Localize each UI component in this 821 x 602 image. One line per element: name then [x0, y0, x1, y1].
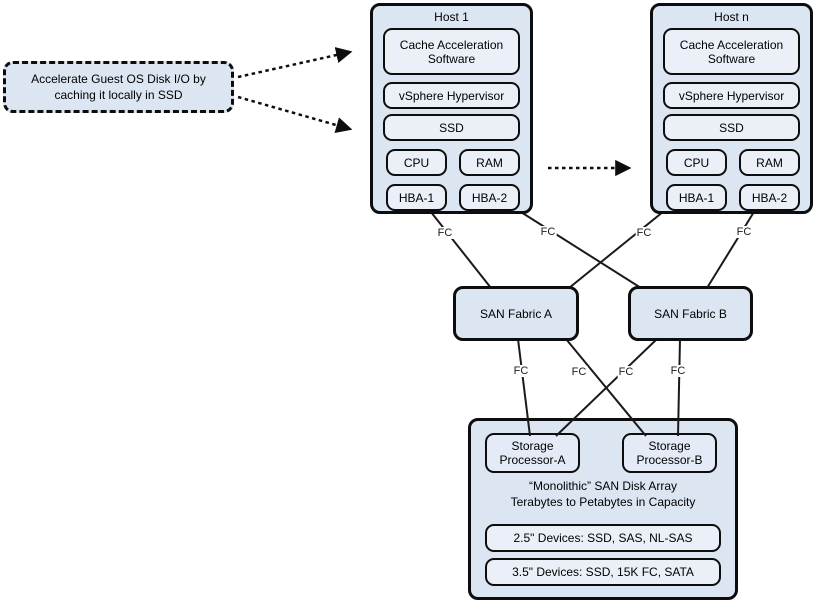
host-n-ram: RAM: [739, 149, 800, 176]
host-n-hba2: HBA-2: [739, 184, 800, 211]
sp-a-line1: Storage: [511, 439, 554, 453]
sp-a-line2: Processor-A: [499, 453, 566, 467]
callout-line2: caching it locally in SSD: [54, 88, 183, 102]
host-1-hba1: HBA-1: [386, 184, 447, 211]
sp-b-line1: Storage: [648, 439, 691, 453]
host-1-title: Host 1: [434, 10, 469, 24]
san-fabric-b-box: SAN Fabric B: [628, 286, 753, 341]
san-fabric-a-label: SAN Fabric A: [479, 306, 553, 321]
fc-label-fabric-b-sp-a: FC: [617, 366, 635, 378]
cache-line2: Software: [427, 51, 476, 66]
cache-line1: Cache Acceleration: [399, 37, 504, 52]
callout-note: Accelerate Guest OS Disk I/O by caching …: [3, 61, 234, 113]
fc-label-host1-hba2: FC: [539, 226, 557, 238]
fc-label-fabric-a-sp-b: FC: [570, 366, 588, 378]
host-1-hba2: HBA-2: [459, 184, 520, 211]
array-caption: “Monolithic” SAN Disk Array Terabytes to…: [471, 478, 735, 510]
fc-label-fabric-b-sp-b: FC: [669, 365, 687, 377]
san-fabric-a-box: SAN Fabric A: [453, 286, 579, 341]
host-n-cache-acceleration-software: Cache Acceleration Software: [663, 28, 800, 75]
link-hostn-hba2-fabric-b: [706, 206, 758, 289]
array-caption-line1: “Monolithic” SAN Disk Array: [528, 479, 678, 493]
host-1-hypervisor: vSphere Hypervisor: [383, 82, 520, 109]
storage-processor-a: Storage Processor-A: [485, 433, 580, 473]
host-n-hypervisor: vSphere Hypervisor: [663, 82, 800, 109]
cache-line1: Cache Acceleration: [679, 37, 784, 52]
host-n-ssd: SSD: [663, 114, 800, 141]
host-1-cache-acceleration-software: Cache Acceleration Software: [383, 28, 520, 75]
fc-label-host1-hba1: FC: [436, 227, 454, 239]
device-row-3-5-inch: 3.5" Devices: SSD, 15K FC, SATA: [485, 558, 721, 586]
device-row-2-5-inch: 2.5" Devices: SSD, SAS, NL-SAS: [485, 524, 721, 552]
callout-arrow-lower: [237, 95, 353, 134]
link-host1-hba2-fabric-b: [512, 206, 642, 289]
storage-processor-b: Storage Processor-B: [622, 433, 717, 473]
callout-arrow-upper: [237, 47, 353, 79]
host-1-ram: RAM: [459, 149, 520, 176]
san-fabric-b-label: SAN Fabric B: [654, 306, 727, 321]
host-n-title: Host n: [714, 10, 749, 24]
host-n-box: Host n Cache Acceleration Software vSphe…: [650, 3, 813, 214]
san-disk-array-box: Storage Processor-A Storage Processor-B …: [468, 418, 738, 600]
host-1-cpu: CPU: [386, 149, 447, 176]
fc-label-hostn-hba2: FC: [735, 226, 753, 238]
callout-line1: Accelerate Guest OS Disk I/O by: [31, 72, 206, 86]
host-n-cpu: CPU: [666, 149, 727, 176]
host-1-box: Host 1 Cache Acceleration Software vSphe…: [370, 3, 533, 214]
host-n-hba1: HBA-1: [666, 184, 727, 211]
cache-line2: Software: [707, 51, 756, 66]
link-hostn-hba1-fabric-a: [568, 206, 670, 289]
sp-b-line2: Processor-B: [636, 453, 703, 467]
fc-label-fabric-a-sp-a: FC: [512, 365, 530, 377]
link-host1-hba1-fabric-a: [426, 206, 492, 289]
fc-label-hostn-hba1: FC: [635, 227, 653, 239]
array-caption-line2: Terabytes to Petabytes in Capacity: [510, 495, 696, 509]
host-1-ssd: SSD: [383, 114, 520, 141]
